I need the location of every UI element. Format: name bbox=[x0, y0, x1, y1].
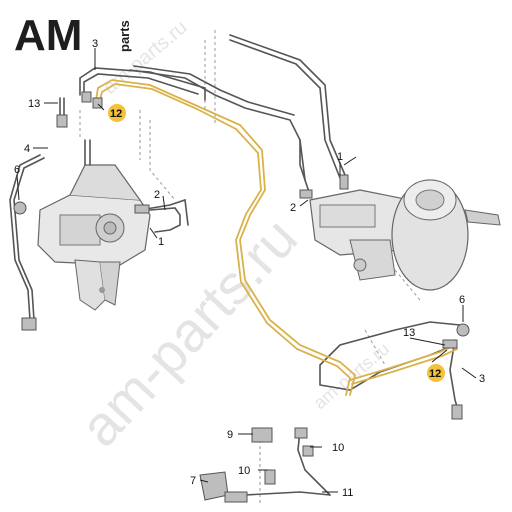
master-cylinder bbox=[309, 179, 501, 291]
callout-10-b: 10 bbox=[238, 465, 250, 477]
callout-3-right: 3 bbox=[479, 373, 485, 385]
grey-pipes bbox=[9, 34, 461, 496]
callout-6-left: 6 bbox=[14, 164, 20, 176]
callout-12-right: 12 bbox=[429, 368, 441, 380]
logo-small-text: parts bbox=[117, 20, 132, 52]
fittings bbox=[13, 91, 470, 503]
callout-7: 7 bbox=[190, 475, 196, 487]
abs-unit bbox=[37, 164, 151, 311]
leader-lines bbox=[16, 48, 477, 493]
callout-2-right: 2 bbox=[290, 202, 296, 214]
callout-1-mid: 1 bbox=[158, 236, 164, 248]
callout-6-right: 6 bbox=[459, 294, 465, 306]
logo-big-text: AM bbox=[14, 11, 82, 60]
callout-10-a: 10 bbox=[332, 442, 344, 454]
callout-13-left: 13 bbox=[28, 98, 40, 110]
logo: AM parts bbox=[14, 11, 132, 60]
callout-11: 11 bbox=[342, 487, 353, 499]
callout-9: 9 bbox=[227, 429, 233, 441]
callout-12-top: 12 bbox=[110, 108, 122, 120]
callout-1-right: 1 bbox=[337, 151, 343, 163]
callout-3-top: 3 bbox=[92, 38, 98, 50]
highlight-badge-12-right bbox=[427, 364, 445, 382]
callout-2-mid: 2 bbox=[154, 189, 160, 201]
highlight-badge-12-top bbox=[108, 104, 126, 122]
watermark-small-top: am-parts.ru bbox=[99, 16, 191, 99]
callout-4: 4 bbox=[24, 143, 30, 155]
callout-13-right: 13 bbox=[403, 327, 415, 339]
